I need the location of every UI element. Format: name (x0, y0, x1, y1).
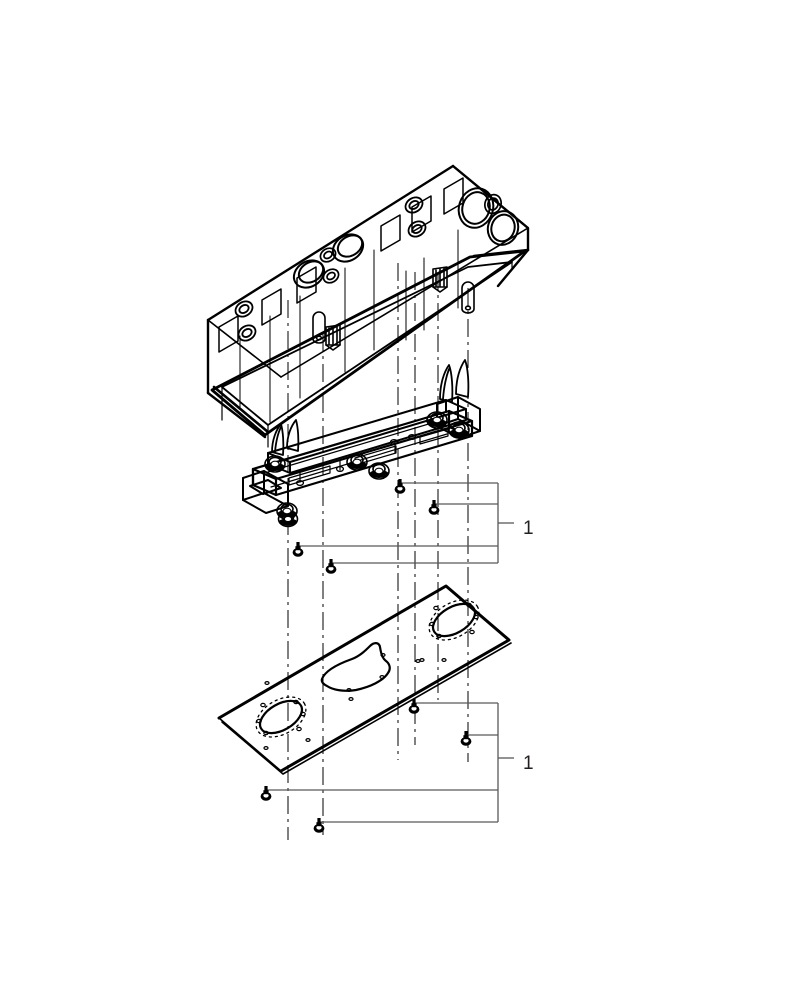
housing-internal-boss-right (461, 281, 475, 314)
callout-label-upper: 1 (523, 518, 534, 539)
housing-wall-ports (234, 196, 427, 342)
cover-plate-cutout-left (255, 696, 307, 738)
callout-label-lower: 1 (523, 753, 534, 774)
rail-spring-tabs-right (439, 359, 470, 403)
cover-plate (217, 584, 512, 775)
installation-box-housing (206, 164, 530, 448)
housing-internal-boss-left (312, 311, 326, 344)
housing-interior-ribs (239, 229, 459, 423)
housing-internal-clip-right (432, 266, 448, 293)
housing-rim-outer (210, 249, 527, 437)
cover-plate-irregular-cutout (320, 642, 391, 692)
callout-upper-leaders (298, 482, 514, 564)
callout-lower-leaders (266, 702, 514, 823)
rail-spring-tabs-left (271, 419, 300, 456)
rail-eccentric-nuts (264, 411, 470, 528)
rail-bosses (295, 433, 417, 487)
cover-plate-cutout-right (428, 599, 480, 641)
rail-end-bracket-left (242, 470, 289, 514)
cover-plate-small-holes (263, 652, 447, 750)
housing-end-panel (452, 165, 529, 287)
mounting-rail-assembly (242, 359, 481, 528)
housing-internal-clip-left (325, 324, 341, 351)
cover-plate-outline-thin (218, 585, 512, 775)
